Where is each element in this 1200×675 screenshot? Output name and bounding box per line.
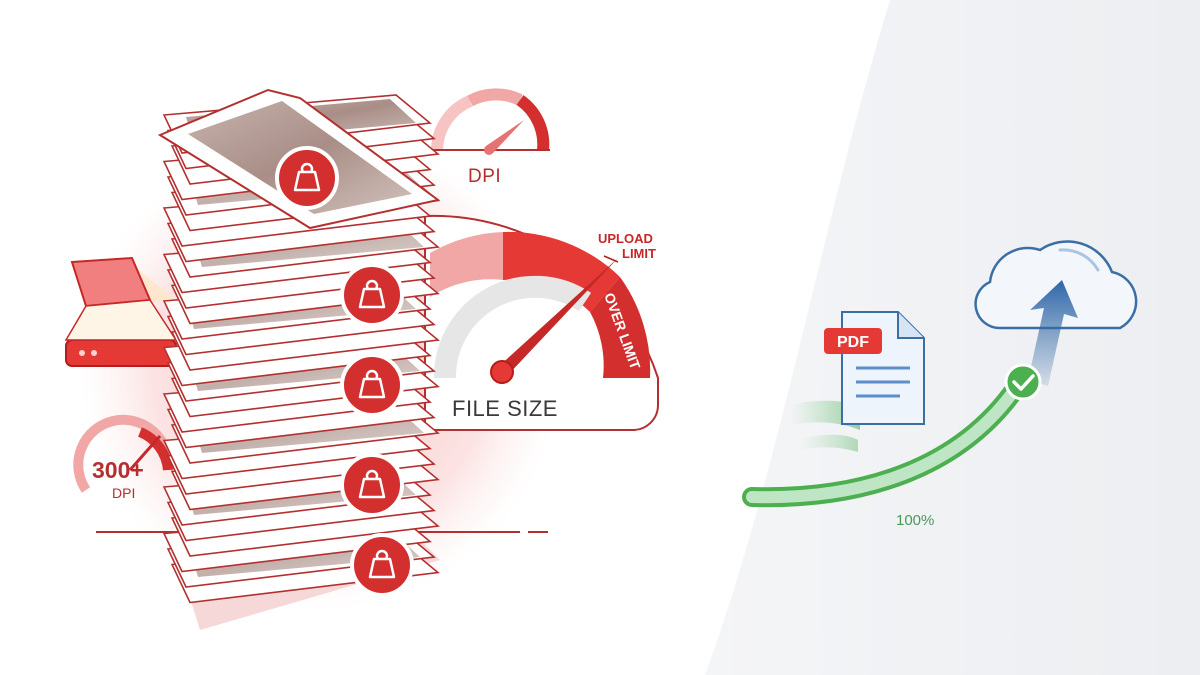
gauge-segment-over xyxy=(590,277,651,378)
weight-icon xyxy=(340,453,404,517)
gauge-segment-safe xyxy=(430,232,503,297)
weight-icon xyxy=(275,146,339,210)
gauge-needle xyxy=(497,258,618,378)
dpi-top-needle xyxy=(486,120,524,153)
upload-limit-label-line1: UPLOAD xyxy=(598,231,653,246)
weight-icon xyxy=(340,263,404,327)
upload-limit-label-line2: LIMIT xyxy=(622,246,656,261)
dpi-gauge-small xyxy=(73,414,174,493)
weight-icon xyxy=(340,353,404,417)
dpi-small-unit: DPI xyxy=(112,485,136,501)
scanner-icon xyxy=(64,256,178,367)
file-size-gauge: OVER LIMIT xyxy=(424,214,659,431)
dpi-top-label: DPI xyxy=(468,166,502,187)
progress-value-label: 100% xyxy=(896,512,935,529)
file-size-label: FILE SIZE xyxy=(452,396,558,421)
page-stack xyxy=(157,88,441,630)
dpi-small-value: 300+ xyxy=(92,457,144,483)
dpi-gauge-top xyxy=(430,88,550,155)
gauge-segment-warning xyxy=(503,231,620,312)
right-background xyxy=(705,0,1200,675)
weight-icon xyxy=(350,533,414,597)
